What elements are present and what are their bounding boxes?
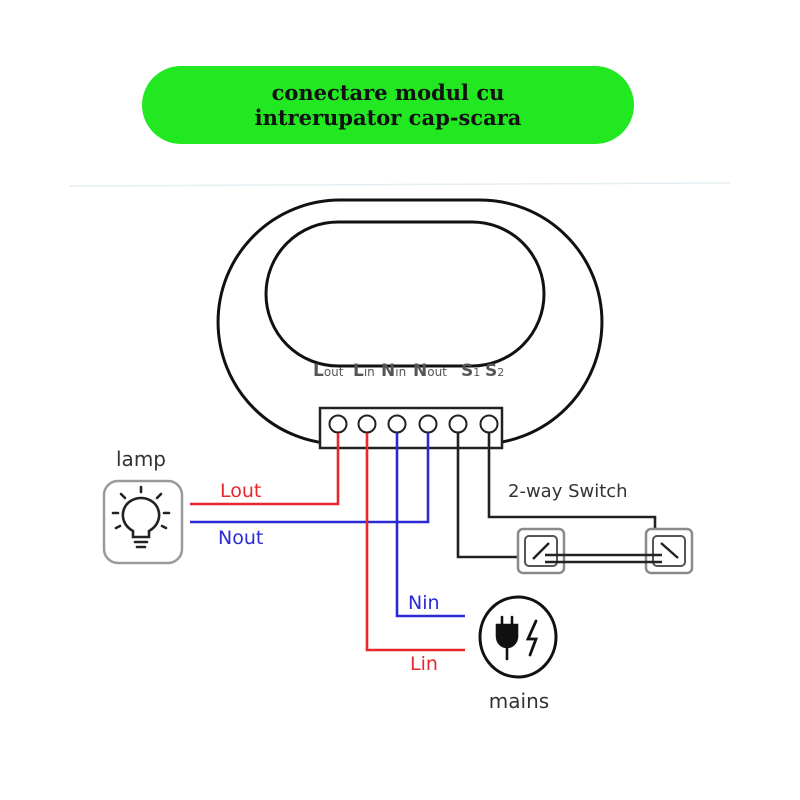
terminal-label-s2: S2	[485, 361, 504, 381]
nin-label: Nin	[408, 592, 440, 614]
lin-label: Lin	[410, 653, 438, 675]
separator-line	[69, 182, 731, 187]
terminal-label-s1: S1	[461, 361, 480, 381]
terminal-lout	[328, 414, 348, 434]
terminal-s1	[448, 414, 468, 434]
mains-label: mains	[489, 689, 549, 713]
terminal-lin	[357, 414, 377, 434]
wire-s1	[456, 433, 545, 559]
terminal-nin	[387, 414, 407, 434]
wire-nin	[395, 433, 465, 618]
switch-label: 2-way Switch	[508, 481, 628, 502]
smart-module: Lout Lin Nin Nout S1 S2	[216, 198, 604, 450]
terminal-label-nin: Nin	[381, 361, 406, 381]
wire-s2	[487, 433, 657, 537]
terminal-nout	[418, 414, 438, 434]
lightbulb-icon	[111, 485, 171, 549]
two-way-switch-icon	[516, 527, 694, 575]
title-line-1: conectare modul cu	[271, 80, 505, 105]
lamp-box	[102, 479, 184, 565]
terminal-label-nout: Nout	[413, 361, 447, 381]
module-inner-panel	[264, 220, 546, 368]
lamp-label: lamp	[116, 447, 166, 471]
wire-nout	[190, 433, 430, 524]
nout-label: Nout	[218, 527, 263, 549]
terminal-s2	[479, 414, 499, 434]
terminal-block	[318, 406, 504, 450]
terminal-label-lout: Lout	[313, 361, 344, 381]
lamp-symbol: lamp	[102, 447, 184, 565]
plug-lightning-icon	[495, 615, 539, 661]
title-line-2: intrerupator cap-scara	[254, 105, 522, 130]
lout-label: Lout	[220, 480, 261, 502]
terminal-labels: Lout Lin Nin Nout S1 S2	[313, 361, 504, 381]
wires	[190, 433, 657, 652]
mains-symbol: mains	[478, 595, 558, 713]
wire-lout	[190, 433, 340, 506]
terminal-screws	[328, 414, 499, 434]
title-banner: conectare modul cu intrerupator cap-scar…	[142, 66, 634, 144]
wire-lin	[365, 433, 465, 652]
switch-1-lever	[532, 542, 550, 560]
switch-2-lever	[660, 542, 679, 559]
terminal-label-lin: Lin	[353, 361, 375, 381]
